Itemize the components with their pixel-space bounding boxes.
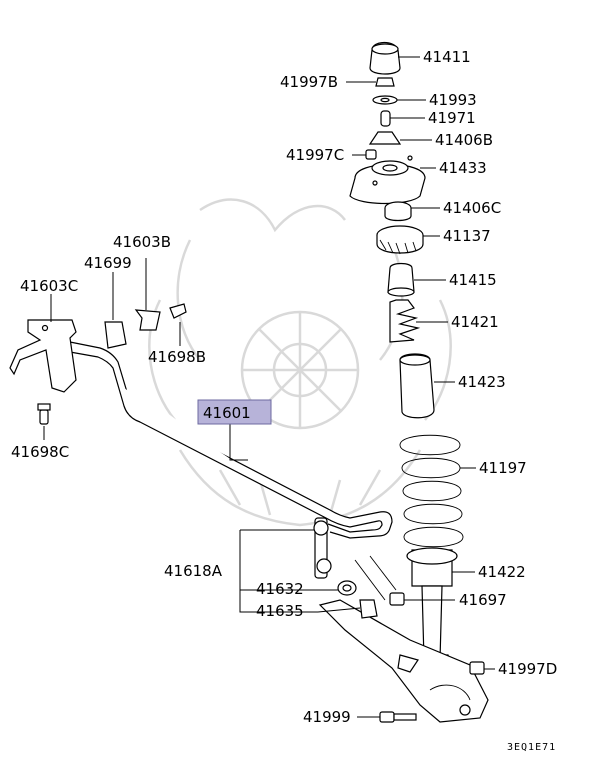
label-41971[interactable]: 41971	[428, 109, 476, 127]
label-41698c[interactable]: 41698C	[11, 443, 69, 461]
bracket-c-part	[9, 319, 77, 393]
dust-boot-part	[389, 299, 421, 343]
label-41422[interactable]: 41422	[478, 563, 526, 581]
label-41603c[interactable]: 41603C	[20, 277, 78, 295]
link-nut-part	[389, 592, 405, 606]
bolt-part	[379, 711, 417, 723]
label-41699[interactable]: 41699	[84, 254, 132, 272]
label-41632[interactable]: 41632	[256, 580, 304, 598]
bushing-part	[368, 131, 402, 145]
bolt-b-part	[169, 303, 187, 319]
bolt-c-part	[39, 409, 49, 425]
label-41618a[interactable]: 41618A	[164, 562, 223, 580]
label-41406c[interactable]: 41406C	[443, 199, 501, 217]
label-41603b[interactable]: 41603B	[113, 233, 171, 251]
label-41421[interactable]: 41421	[451, 313, 499, 331]
label-41433[interactable]: 41433	[439, 159, 487, 177]
label-41137[interactable]: 41137	[443, 227, 491, 245]
bracket-b-part	[134, 309, 161, 331]
coil-spring-part	[399, 434, 464, 548]
diagram-code: 3EQ1E71	[507, 742, 556, 753]
nut-d-part	[469, 661, 485, 675]
lower-arm	[318, 555, 489, 723]
label-41635[interactable]: 41635	[256, 602, 304, 620]
label-41999[interactable]: 41999	[303, 708, 351, 726]
label-41601[interactable]: 41601	[203, 404, 251, 422]
small-nut-part	[365, 149, 377, 160]
nut-part	[375, 77, 395, 87]
leader-lines	[43, 56, 495, 718]
bushing-block-part	[104, 321, 127, 349]
label-41997b[interactable]: 41997B	[280, 73, 338, 91]
strut-assembly	[349, 41, 464, 673]
label-41411[interactable]: 41411	[423, 48, 471, 66]
bump-stopper-part	[387, 262, 415, 293]
strut-mount-part	[349, 164, 426, 205]
part-labels: 41411 41997B 41993 41971 41406B 41997C 4…	[11, 48, 557, 753]
label-41698b[interactable]: 41698B	[148, 348, 206, 366]
label-41997d[interactable]: 41997D	[498, 660, 557, 678]
label-41415[interactable]: 41415	[449, 271, 497, 289]
label-41406b[interactable]: 41406B	[435, 131, 493, 149]
highlight-box-41601	[197, 399, 272, 425]
label-41423[interactable]: 41423	[458, 373, 506, 391]
label-41197[interactable]: 41197	[479, 459, 527, 477]
stabilizer-mount	[9, 303, 187, 425]
label-41697[interactable]: 41697	[459, 591, 507, 609]
stabilizer-link	[313, 517, 378, 619]
collar-part	[380, 110, 391, 127]
stabilizer-bar	[69, 341, 393, 539]
bushing-635-part	[359, 599, 378, 619]
dust-cover-part	[399, 353, 435, 419]
label-41997c[interactable]: 41997C	[286, 146, 344, 164]
label-41993[interactable]: 41993	[429, 91, 477, 109]
